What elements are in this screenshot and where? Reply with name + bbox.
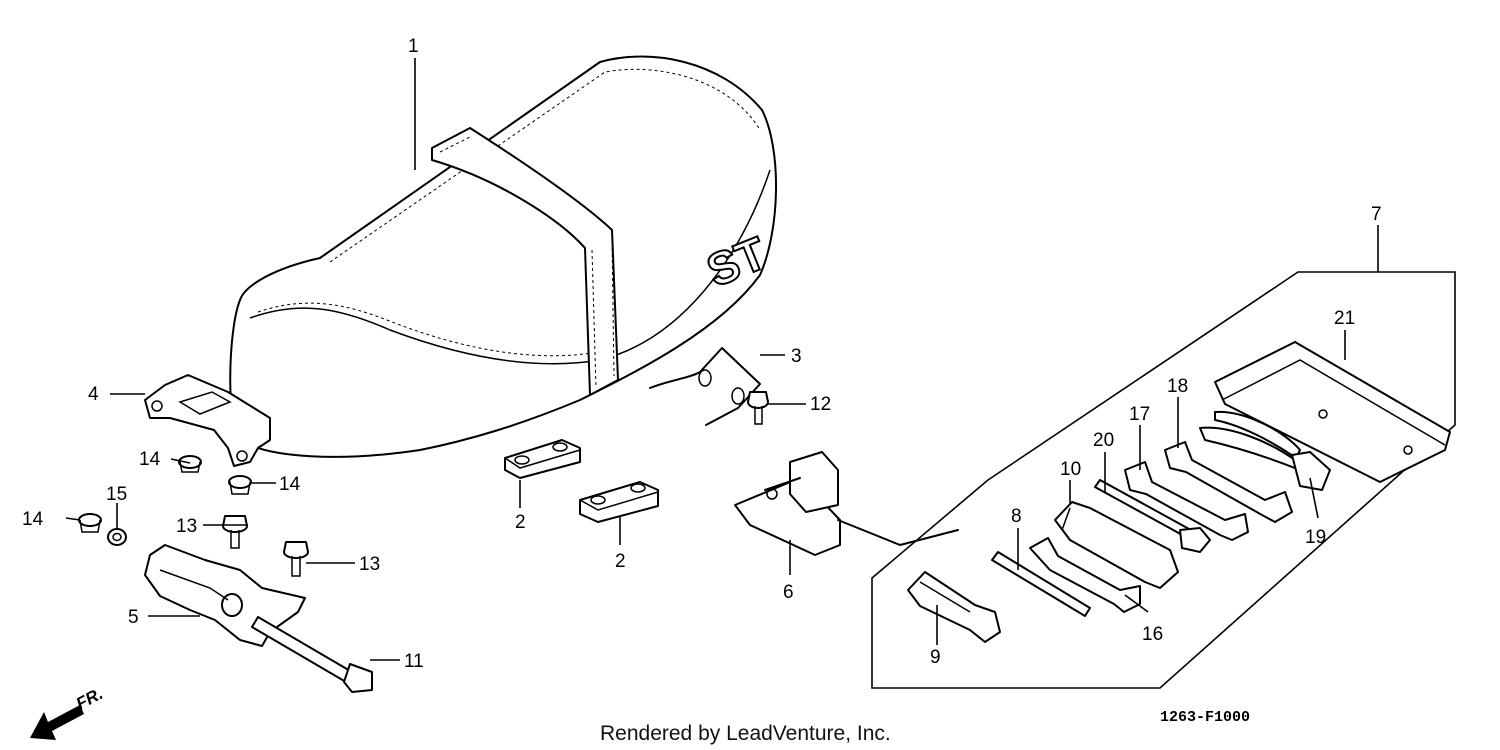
callout-8: 8	[1011, 506, 1022, 527]
callout-21: 21	[1334, 308, 1355, 329]
extension-bar	[1094, 479, 1211, 553]
callout-11: 11	[404, 651, 424, 672]
screwdriver-bit	[991, 551, 1091, 617]
spring-bolt	[747, 391, 769, 425]
seat-cushion-rear	[504, 439, 581, 479]
tool-bag	[1214, 341, 1451, 483]
callout-6: 6	[783, 582, 794, 603]
pliers	[1199, 410, 1331, 491]
front-seat-bracket	[144, 374, 271, 467]
seat-latch-assembly	[734, 451, 959, 556]
seat-nut-middle	[228, 475, 252, 495]
screwdriver-handle	[907, 571, 1001, 643]
callout-19: 19	[1305, 527, 1326, 548]
callout-7: 7	[1371, 204, 1382, 225]
diagram-code: 1263-F1000	[1160, 709, 1250, 726]
callout-20: 20	[1093, 430, 1114, 451]
tool-kit-outline	[871, 271, 1456, 689]
flange-bolt-upper	[222, 515, 248, 549]
washer	[107, 528, 127, 546]
seat-illustration: ST	[229, 55, 777, 458]
wrench-17	[1124, 461, 1249, 541]
callout-4: 4	[88, 384, 99, 405]
callout-9: 9	[930, 647, 941, 668]
seat-lock-spring	[649, 347, 761, 426]
plug-wrench	[1054, 501, 1179, 589]
callout-1: 1	[408, 36, 419, 57]
seat-cushion-front	[579, 481, 659, 523]
callout-17: 17	[1129, 404, 1150, 425]
seat-nut-upper	[178, 455, 202, 473]
hinge-bolt	[251, 616, 373, 693]
callout-13-lower: 13	[359, 554, 380, 575]
callout-3: 3	[791, 346, 802, 367]
callout-14-left: 14	[22, 509, 44, 530]
callout-18: 18	[1167, 376, 1188, 397]
callout-10: 10	[1060, 459, 1081, 480]
callout-2-rear: 2	[515, 512, 526, 533]
credit-text: Rendered by LeadVenture, Inc.	[600, 722, 891, 745]
callout-14-middle: 14	[279, 474, 301, 495]
callout-12: 12	[810, 394, 831, 415]
callout-16: 16	[1142, 624, 1163, 645]
callout-14-upper: 14	[139, 449, 161, 470]
callout-labels: 1 2 2 3 4 5 6 7 8 9 10 11 12 13 13 14 14…	[22, 36, 1382, 672]
callout-5: 5	[128, 607, 139, 628]
seat-nut-left	[78, 513, 102, 533]
callout-13-upper: 13	[176, 516, 197, 537]
wrench-16	[1029, 537, 1141, 613]
wrench-18	[1164, 441, 1293, 523]
callout-2-front: 2	[615, 551, 626, 572]
leader-lines	[65, 58, 1379, 661]
front-direction-marker: FR.	[30, 684, 106, 740]
front-arrow-icon	[30, 705, 84, 740]
flange-bolt-lower	[283, 541, 309, 577]
callout-15: 15	[106, 484, 127, 505]
